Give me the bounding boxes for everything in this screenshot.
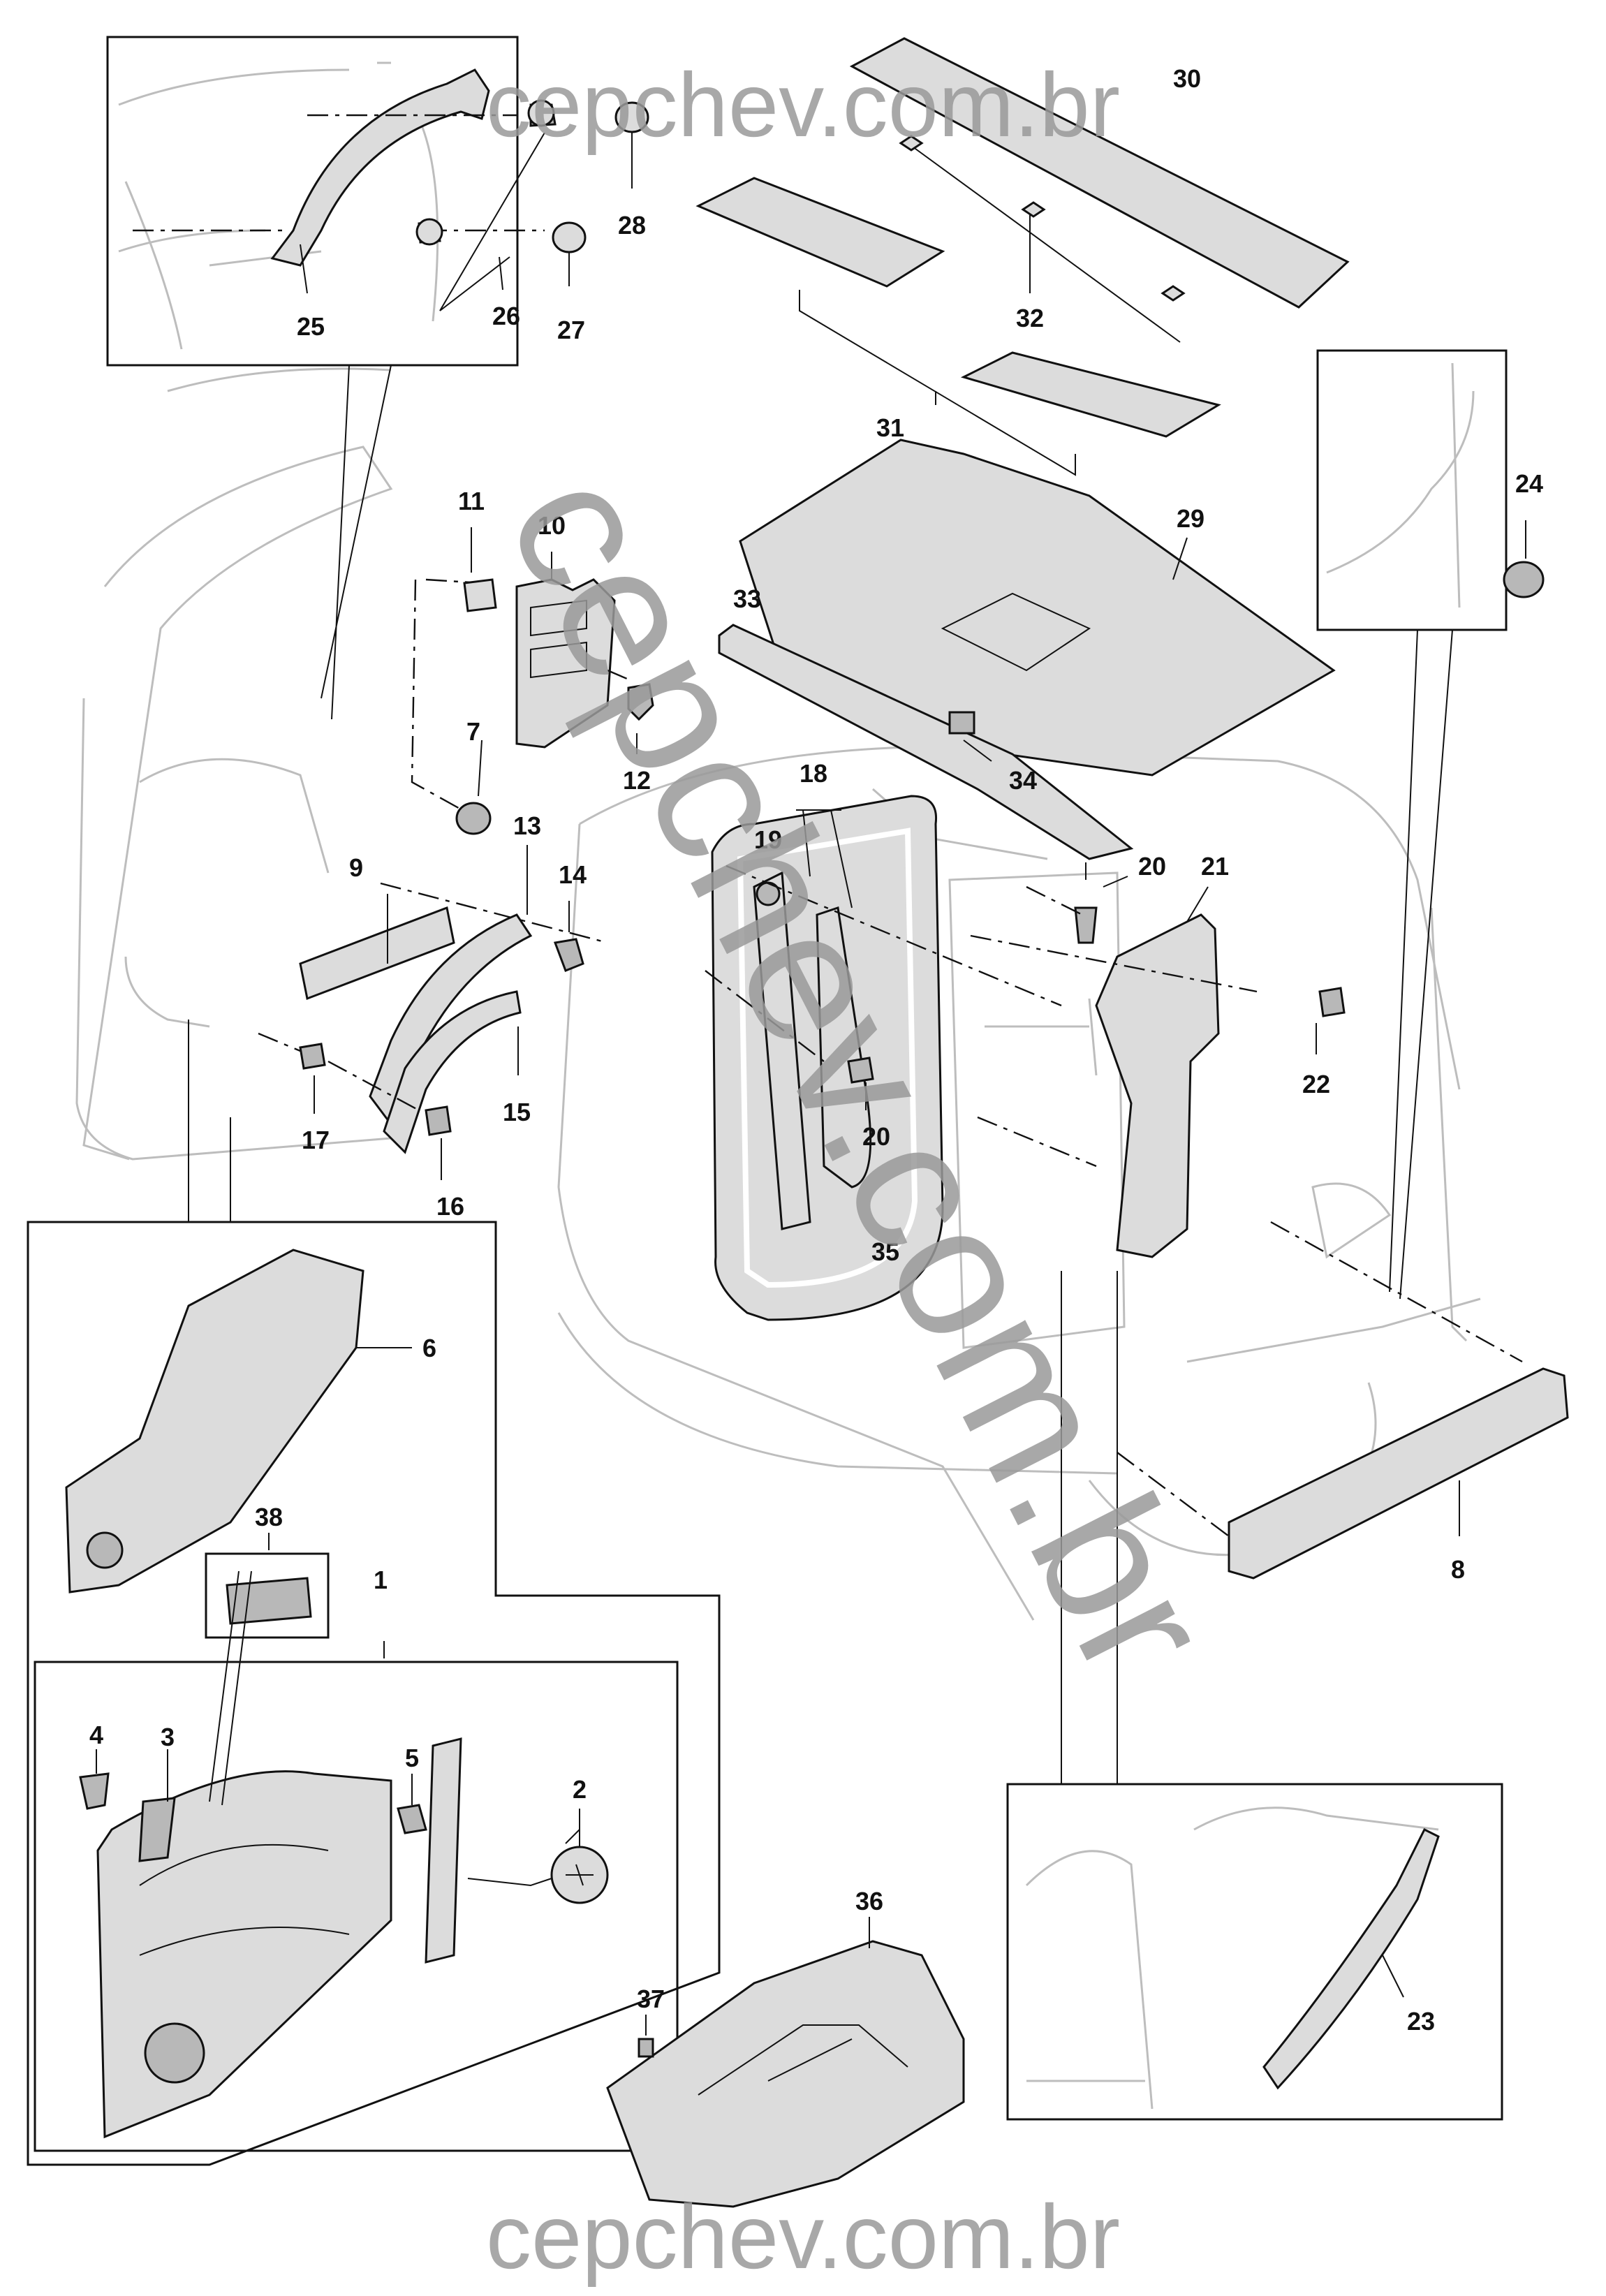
grommet-7 [455, 802, 492, 835]
screw-22 [1318, 987, 1346, 1017]
headliner-parts [695, 37, 1350, 880]
callout-29: 29 [1177, 504, 1204, 533]
callout-30: 30 [1173, 64, 1201, 93]
callout-10: 10 [538, 511, 566, 540]
clip-32c [1161, 285, 1186, 302]
clip-17 [299, 1043, 326, 1070]
strip-3 [138, 1797, 176, 1862]
screw-20b [847, 1057, 874, 1084]
callout-22: 22 [1302, 1070, 1330, 1098]
screw-head-lower [415, 218, 443, 246]
callout-36: 36 [855, 1887, 883, 1915]
callout-6: 6 [422, 1334, 436, 1362]
callout-14: 14 [559, 860, 587, 889]
callout-33: 33 [733, 584, 761, 613]
scuff-plate-15 [383, 990, 522, 1154]
clip-11 [463, 578, 497, 612]
cap-4 [79, 1772, 110, 1810]
insulation-hole [86, 1531, 124, 1569]
bracket-10 [515, 578, 616, 749]
callout-27: 27 [557, 316, 585, 344]
panel-30 [849, 37, 1350, 309]
cap-28 [614, 101, 649, 133]
callout-3: 3 [161, 1723, 175, 1751]
pad-31b [960, 351, 1221, 438]
clip-34 [948, 711, 975, 735]
watermark-bottom: cepchev.com.br [486, 2186, 1120, 2288]
detail-box-switch [205, 1552, 330, 1639]
clip-20a [1074, 906, 1098, 944]
callout-24: 24 [1515, 469, 1543, 498]
callout-8: 8 [1451, 1555, 1465, 1584]
callout-20-upper: 20 [1138, 852, 1166, 881]
callout-4: 4 [89, 1721, 103, 1749]
screw-14 [553, 938, 584, 972]
callout-15: 15 [503, 1098, 531, 1126]
pillar-trim-21 [1095, 913, 1220, 1258]
callout-1: 1 [374, 1566, 388, 1594]
mid-left-parts [258, 527, 654, 1180]
callout-35: 35 [871, 1237, 899, 1266]
callout-9: 9 [349, 853, 363, 882]
callout-37: 37 [637, 1985, 665, 2013]
callout-11: 11 [458, 487, 485, 515]
tray-36 [606, 1940, 965, 2208]
watermark-top: cepchev.com.br [486, 54, 1120, 156]
callout-34: 34 [1009, 766, 1037, 795]
pad-31a [695, 177, 945, 288]
pillar-seal-19 [753, 871, 811, 1230]
speaker-grille [144, 2022, 205, 2084]
callout-16: 16 [436, 1192, 464, 1221]
pillar-trim-23 [1262, 1827, 1440, 2090]
callout-21: 21 [1201, 852, 1229, 881]
strip-9 [299, 906, 455, 1001]
callout-2: 2 [573, 1775, 587, 1804]
grab-handle [270, 68, 490, 267]
callout-23: 23 [1407, 2007, 1435, 2036]
detail-box-grab-handle [106, 36, 649, 367]
callout-28: 28 [618, 211, 646, 240]
headliner-29 [739, 439, 1336, 777]
screw-12 [627, 683, 654, 721]
callout-labels: 1 2 3 4 5 6 7 8 9 10 11 12 13 14 15 16 1… [89, 64, 1543, 2036]
clip-32a [899, 135, 924, 152]
storage-tray [606, 1917, 965, 2208]
callout-26: 26 [492, 302, 520, 330]
callout-18: 18 [800, 759, 827, 788]
pillar-trim [425, 1737, 462, 1964]
insulation-6 [65, 1249, 364, 1594]
detail-box-pillar-23 [1006, 1271, 1503, 2121]
switch-38 [226, 1577, 312, 1625]
callout-12: 12 [623, 766, 651, 795]
strip-33 [718, 624, 1134, 860]
callout-7: 7 [466, 717, 480, 746]
callout-31: 31 [876, 413, 904, 442]
clip-24 [1503, 561, 1545, 598]
clip-32b [1021, 201, 1046, 218]
middle-trim-parts [705, 795, 1346, 1321]
callout-17: 17 [302, 1126, 330, 1154]
detail-box-clip-24 [1316, 349, 1545, 1300]
callout-20-lower: 20 [862, 1122, 890, 1151]
screw-37 [638, 2038, 654, 2058]
cap-27 [552, 221, 587, 253]
callout-32: 32 [1016, 304, 1044, 332]
callout-13: 13 [513, 811, 541, 840]
callout-5: 5 [405, 1744, 419, 1772]
callout-25: 25 [297, 312, 325, 341]
side-molding-8 [1117, 1221, 1569, 1580]
callout-38: 38 [255, 1503, 283, 1531]
callout-19: 19 [754, 825, 782, 854]
screw-head-upper [527, 99, 555, 127]
clip-5 [397, 1804, 427, 1834]
screw-16 [425, 1105, 452, 1136]
detail-box-door-trim [27, 1020, 721, 2166]
